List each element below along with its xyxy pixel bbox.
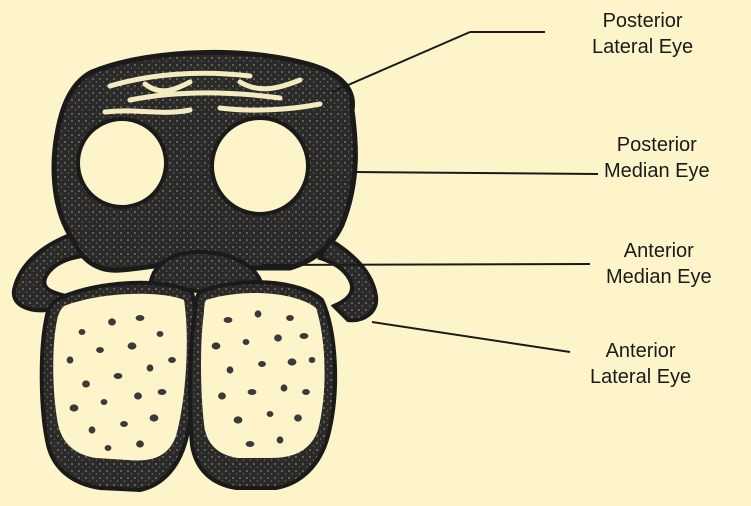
stipple-dot [147, 364, 154, 371]
stipple-dot [158, 389, 167, 395]
stipple-dot [243, 339, 250, 345]
label-line: Lateral Eye [590, 364, 691, 390]
label-posterior-lateral-eye: Posterior Lateral Eye [592, 8, 693, 60]
stipple-dot [128, 342, 137, 349]
stipple-dot [224, 317, 233, 323]
label-line: Lateral Eye [592, 34, 693, 60]
stipple-dot [288, 358, 297, 365]
stipple-dot [234, 416, 243, 423]
stipple-dot [227, 366, 234, 373]
stipple-dot [168, 357, 176, 363]
stipple-dot [157, 331, 164, 337]
stipple-dot [134, 392, 142, 399]
stipple-dot [120, 421, 128, 427]
stipple-dot [267, 411, 274, 417]
label-posterior-median-eye: Posterior Median Eye [604, 132, 710, 184]
stipple-dot [286, 315, 294, 321]
stipple-dot [281, 384, 288, 391]
stipple-dot [300, 333, 309, 339]
stipple-dot [67, 356, 74, 363]
stipple-dot [89, 426, 96, 433]
label-line: Posterior [604, 132, 710, 158]
stipple-dot [136, 315, 145, 321]
label-line: Anterior [606, 238, 712, 264]
label-line: Anterior [590, 338, 691, 364]
leader-anterior-lateral [372, 322, 570, 352]
stipple-dot [108, 318, 116, 325]
label-line: Median Eye [606, 264, 712, 290]
stipple-dot [105, 445, 112, 451]
stipple-dot [79, 329, 86, 335]
anterior-lateral-eye-right [201, 293, 325, 458]
stipple-dot [212, 342, 221, 349]
stipple-dot [277, 436, 284, 443]
stipple-dot [302, 389, 310, 395]
label-line: Median Eye [604, 158, 710, 184]
stipple-dot [294, 414, 302, 421]
stipple-dot [258, 361, 266, 367]
stipple-dot [82, 380, 90, 387]
leader-posterior-lateral [332, 32, 470, 92]
stipple-dot [274, 334, 282, 341]
label-line: Posterior [592, 8, 693, 34]
stipple-dot [309, 357, 316, 363]
stipple-dot [70, 404, 79, 411]
stipple-dot [114, 373, 123, 379]
posterior-median-eye-right [212, 118, 308, 214]
label-anterior-median-eye: Anterior Median Eye [606, 238, 712, 290]
stipple-dot [150, 414, 159, 421]
stipple-dot [96, 347, 104, 353]
stipple-dot [248, 389, 257, 395]
leader-posterior-median [355, 172, 598, 174]
stipple-dot [218, 392, 226, 399]
label-anterior-lateral-eye: Anterior Lateral Eye [590, 338, 691, 390]
right-side-process [320, 240, 376, 320]
stipple-dot [255, 310, 262, 317]
posterior-median-eye-left [78, 119, 166, 207]
stipple-dot [136, 440, 144, 447]
stipple-dot [101, 399, 108, 405]
leader-anterior-median [262, 264, 590, 265]
stipple-dot [246, 441, 255, 447]
